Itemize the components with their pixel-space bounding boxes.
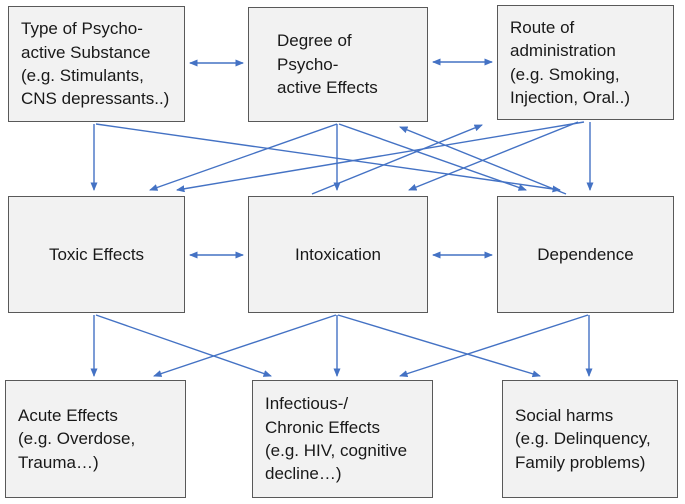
arrow-route-to-toxic bbox=[176, 121, 585, 193]
arrow-type-to-dependence bbox=[95, 123, 561, 193]
node-intoxication-label: Intoxication bbox=[295, 244, 381, 264]
arrow-degree-to-dependence bbox=[338, 123, 527, 191]
node-dependence-label: Dependence bbox=[537, 244, 634, 264]
arrow-dependence-to-degree bbox=[399, 126, 567, 195]
node-infectious-chronic-effects-label: Infectious-/ Chronic Effects (e.g. HIV, … bbox=[265, 394, 408, 484]
node-infectious-chronic-effects: Infectious-/ Chronic Effects (e.g. HIV, … bbox=[252, 380, 433, 498]
arrow-toxic-to-infectious bbox=[95, 314, 272, 377]
node-intoxication: Intoxication bbox=[248, 196, 428, 313]
node-toxic-effects: Toxic Effects bbox=[8, 196, 185, 313]
node-social-harms: Social harms (e.g. Delinquency, Family p… bbox=[502, 380, 678, 498]
arrow-degree-to-toxic bbox=[149, 123, 338, 191]
arrow-intoxication-to-acute bbox=[153, 314, 337, 377]
node-acute-effects-label: Acute Effects (e.g. Overdose, Trauma…) bbox=[18, 405, 136, 472]
node-degree-of-effects-label: Degree of Psycho- active Effects bbox=[277, 31, 378, 98]
arrow-intoxication-to-route bbox=[311, 124, 483, 195]
arrow-intoxication-to-social bbox=[337, 314, 541, 378]
node-dependence: Dependence bbox=[497, 196, 674, 313]
node-type-of-substance: Type of Psycho- active Substance (e.g. S… bbox=[8, 6, 185, 122]
node-acute-effects: Acute Effects (e.g. Overdose, Trauma…) bbox=[5, 380, 186, 498]
node-route-of-administration-label: Route of administration (e.g. Smoking, I… bbox=[510, 17, 630, 107]
node-social-harms-label: Social harms (e.g. Delinquency, Family p… bbox=[515, 405, 651, 472]
node-toxic-effects-label: Toxic Effects bbox=[48, 244, 145, 264]
arrow-dependence-to-infectious bbox=[399, 314, 589, 378]
arrow-route-to-intoxication bbox=[408, 121, 579, 191]
node-degree-of-effects: Degree of Psycho- active Effects bbox=[248, 7, 428, 122]
node-route-of-administration: Route of administration (e.g. Smoking, I… bbox=[497, 5, 674, 120]
node-type-of-substance-label: Type of Psycho- active Substance (e.g. S… bbox=[21, 19, 170, 109]
